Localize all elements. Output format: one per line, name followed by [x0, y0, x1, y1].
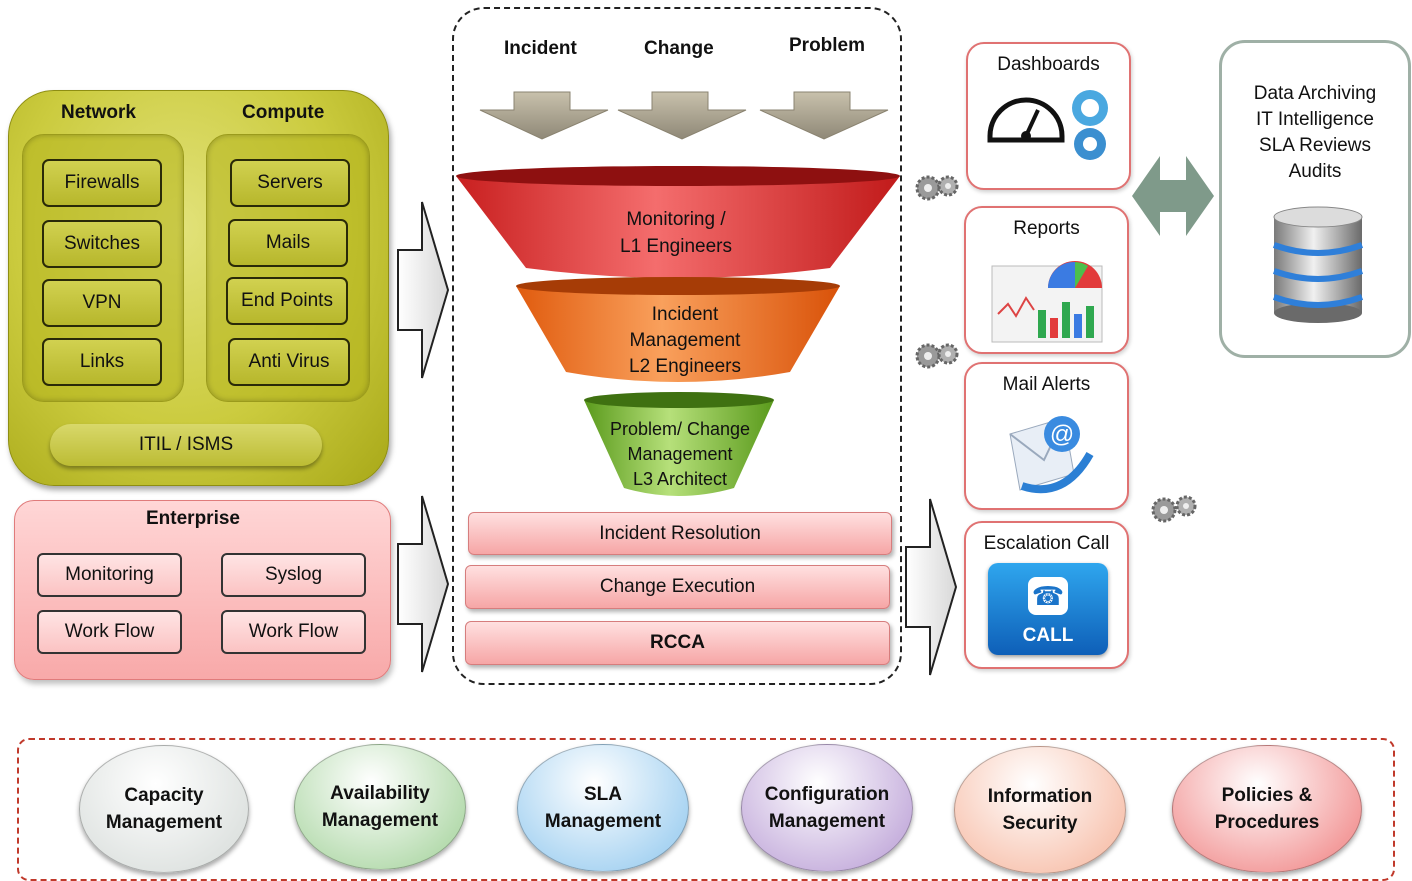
compute-item-mails: Mails — [228, 219, 348, 267]
enterprise-item-workflow-2: Work Flow — [221, 610, 366, 654]
input-incident: Incident — [504, 38, 577, 59]
database-icon — [1272, 206, 1364, 323]
change-execution-bar: Change Execution — [465, 565, 890, 609]
right-arrow-icon — [905, 498, 958, 676]
email-at-icon: @ — [1009, 416, 1094, 494]
enterprise-item-monitoring: Monitoring — [37, 553, 182, 597]
funnel-l3-line2: Management — [627, 444, 733, 464]
network-item-links: Links — [42, 338, 162, 386]
funnel-label-l2: Incident Management L2 Engineers — [560, 302, 810, 380]
double-arrow-icon — [1132, 156, 1214, 236]
configuration-line2: Management — [768, 811, 886, 832]
policies-line1: Policies & — [1221, 785, 1313, 806]
capacity-line2: Management — [105, 812, 223, 833]
reports-title: Reports — [1013, 218, 1080, 239]
archive-line-4: Audits — [1288, 161, 1342, 182]
policies-procedures: Policies & Procedures — [1172, 745, 1362, 873]
compute-item-antivirus: Anti Virus — [228, 338, 350, 386]
funnel-l1-line2: L1 Engineers — [620, 236, 732, 257]
gear-icon — [915, 343, 959, 369]
call-label: CALL — [1022, 625, 1074, 646]
funnel-label-l1: Monitoring / L1 Engineers — [560, 206, 792, 260]
disciplines-dashed-box — [17, 738, 1395, 881]
right-arrow-icon — [397, 201, 450, 379]
input-problem: Problem — [789, 35, 866, 56]
funnel-l2-line2: Management — [629, 330, 741, 351]
funnel-l2-line1: Incident — [651, 304, 719, 325]
network-item-firewalls: Firewalls — [42, 159, 162, 207]
enterprise-item-workflow-1: Work Flow — [37, 610, 182, 654]
down-arrow-icon — [759, 91, 889, 140]
infosec-line2: Security — [1002, 813, 1078, 834]
gear-icon — [915, 175, 959, 201]
funnel — [456, 166, 900, 496]
reports-card: Reports — [964, 206, 1129, 354]
report-chart-icon — [991, 261, 1103, 343]
gear-icon — [1151, 495, 1197, 523]
compute-heading: Compute — [242, 102, 325, 123]
process-dashed-box — [452, 7, 902, 685]
down-arrow-icon — [617, 91, 747, 140]
funnel-l1-line1: Monitoring / — [626, 209, 726, 230]
funnel-l3-line3: L3 Architect — [632, 469, 728, 489]
compute-item-endpoints: End Points — [226, 277, 348, 325]
down-arrow-icon — [479, 91, 609, 140]
funnel-level-3 — [584, 392, 774, 496]
archive-line-2: IT Intelligence — [1256, 109, 1374, 130]
down-arrows — [479, 91, 889, 140]
availability-line1: Availability — [330, 783, 430, 804]
network-item-vpn: VPN — [42, 279, 162, 327]
data-archiving-panel: Data Archiving IT Intelligence SLA Revie… — [1219, 40, 1411, 358]
funnel-level-2 — [516, 277, 840, 382]
mail-alerts-title: Mail Alerts — [1002, 374, 1091, 395]
enterprise-item-syslog: Syslog — [221, 553, 366, 597]
availability-line2: Management — [321, 810, 439, 831]
phone-icon: ☎ — [1028, 577, 1068, 615]
input-change: Change — [644, 38, 714, 59]
dashboards-card: Dashboards — [966, 42, 1131, 190]
archive-text: Data Archiving IT Intelligence SLA Revie… — [1222, 81, 1408, 185]
incident-resolution-bar: Incident Resolution — [468, 512, 892, 555]
funnel-l3-line1: Problem/ Change — [609, 419, 751, 439]
funnel-label-l3: Problem/ Change Management L3 Architect — [590, 417, 770, 492]
escalation-title: Escalation Call — [983, 533, 1110, 554]
archive-line-3: SLA Reviews — [1259, 135, 1371, 156]
mail-alerts-card: Mail Alerts @ — [964, 362, 1129, 510]
archive-line-1: Data Archiving — [1253, 83, 1377, 104]
network-item-switches: Switches — [42, 220, 162, 268]
funnel-level-1 — [456, 166, 900, 278]
gauge-icon — [987, 90, 1108, 160]
call-button[interactable]: ☎ CALL — [988, 563, 1108, 655]
itil-isms-bar: ITIL / ISMS — [50, 424, 322, 466]
network-heading: Network — [61, 102, 136, 123]
infosec-line1: Information — [987, 786, 1093, 807]
rcca-bar: RCCA — [465, 621, 890, 665]
compute-item-servers: Servers — [230, 159, 350, 207]
escalation-call-card: Escalation Call ☎ CALL — [964, 521, 1129, 669]
capacity-line1: Capacity — [124, 785, 204, 806]
dashboards-title: Dashboards — [997, 54, 1100, 75]
enterprise-heading: Enterprise — [146, 508, 240, 529]
svg-text:@: @ — [1050, 421, 1074, 448]
funnel-l2-line3: L2 Engineers — [629, 356, 741, 377]
sla-line2: Management — [544, 811, 662, 832]
right-arrow-icon — [397, 495, 450, 673]
sla-line1: SLA — [583, 784, 622, 805]
configuration-line1: Configuration — [764, 784, 890, 805]
policies-line2: Procedures — [1214, 812, 1320, 833]
sla-management: SLA Management — [517, 744, 689, 872]
